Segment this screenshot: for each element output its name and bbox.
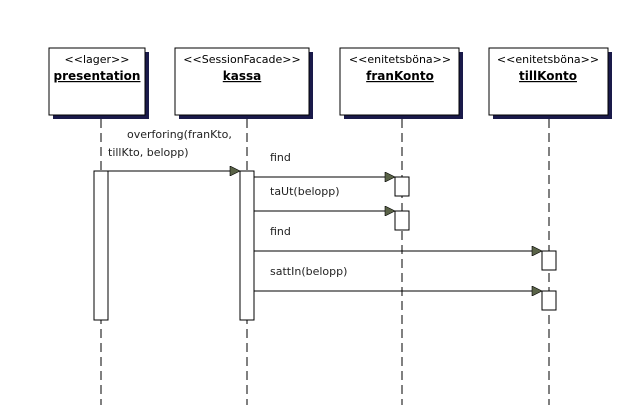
- message-find-tillkonto[interactable]: find: [254, 225, 542, 251]
- object-name: franKonto: [366, 69, 434, 83]
- stereotype-label: <<enitetsböna>>: [349, 53, 451, 66]
- object-box[interactable]: [48, 47, 146, 116]
- message-sattin[interactable]: sattIn(belopp): [254, 265, 542, 291]
- object-name: tillKonto: [519, 69, 577, 83]
- activation-bar[interactable]: [541, 290, 557, 311]
- activation-bar[interactable]: [394, 176, 410, 197]
- lifeline-tillkonto: <<enitetsböna>> tillKonto: [488, 47, 612, 405]
- stereotype-label: <<SessionFacade>>: [183, 53, 300, 66]
- lifeline-presentation: <<lager>> presentation: [48, 47, 149, 405]
- message-label: find: [270, 151, 291, 164]
- activation-bar[interactable]: [93, 170, 109, 321]
- object-box[interactable]: [174, 47, 310, 116]
- object-box[interactable]: [339, 47, 460, 116]
- object-name: kassa: [223, 69, 261, 83]
- message-label: overforing(franKto,: [127, 128, 232, 141]
- stereotype-label: <<enitetsböna>>: [497, 53, 599, 66]
- message-overforing[interactable]: overforing(franKto, tillKto, belopp): [108, 128, 240, 171]
- activation-bar[interactable]: [541, 250, 557, 271]
- message-label: find: [270, 225, 291, 238]
- message-label: taUt(belopp): [270, 185, 340, 198]
- message-taut[interactable]: taUt(belopp): [254, 185, 395, 211]
- message-find-frankonto[interactable]: find: [254, 151, 395, 177]
- message-label: tillKto, belopp): [108, 146, 189, 159]
- activation-bar[interactable]: [239, 170, 255, 321]
- lifeline-kassa: <<SessionFacade>> kassa: [174, 47, 313, 405]
- object-name: presentation: [54, 69, 141, 83]
- object-box[interactable]: [488, 47, 609, 116]
- stereotype-label: <<lager>>: [65, 53, 130, 66]
- lifeline-frankonto: <<enitetsböna>> franKonto: [339, 47, 463, 405]
- message-label: sattIn(belopp): [270, 265, 347, 278]
- activation-bar[interactable]: [394, 210, 410, 231]
